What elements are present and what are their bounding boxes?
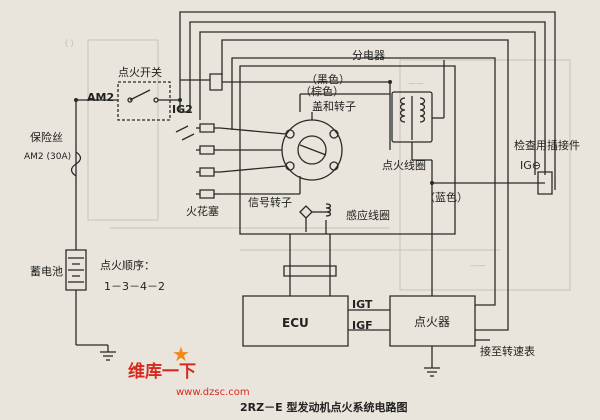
signal-rotor-pickup [300, 204, 331, 234]
cap-rotor-label: 盖和转子 [312, 100, 356, 113]
junction-dots [74, 80, 434, 185]
spark-plugs-label: 火花塞 [186, 205, 219, 218]
am2-switch-terminal-label: AM2 [87, 91, 115, 104]
firing-order-value: 1－3－4－2 [104, 280, 165, 293]
pickup-coil-label: 感应线圈 [346, 209, 390, 222]
check-connector [535, 160, 552, 194]
igt-igf-signal-lines [348, 310, 390, 330]
battery-branch-wiring [76, 100, 118, 360]
spark-plug-symbols [196, 124, 220, 198]
ignition-coil-wiring [240, 60, 545, 296]
ecu-label: ECU [282, 316, 309, 330]
igt-label: IGT [352, 298, 373, 311]
wire-black-label: （黑色） [306, 73, 350, 86]
ignition-coil-label: 点火线圈 [382, 159, 426, 172]
igniter-output-wiring [424, 340, 490, 376]
igniter-label: 点火器 [414, 315, 451, 329]
signal-rotor-label: 信号转子 [248, 196, 292, 209]
watermark-site-name: 维库一下 [128, 362, 196, 382]
fuse-rating-label: AM2 (30A) [24, 152, 72, 162]
cap-and-rotor [282, 112, 342, 180]
fuse-symbol [72, 152, 81, 176]
distributor-label: 分电器 [352, 49, 385, 62]
diagram-caption: 2RZ－E 型发动机点火系统电路图 [240, 401, 408, 414]
wire-blue-label: （蓝色） [424, 191, 468, 204]
watermark-url: www.dzsc.com [176, 387, 250, 398]
fuse-label: 保险丝 [30, 131, 63, 144]
distributor-ecu-link [284, 234, 336, 296]
tachometer-label: 接至转速表 [480, 345, 535, 358]
wire-brown-label: （棕色） [300, 85, 344, 98]
watermark-mascot-icon: ★ [172, 342, 190, 366]
ignition-switch-label: 点火开关 [118, 66, 162, 79]
background-ghost-lines [88, 40, 570, 290]
spark-plug-leads [220, 128, 300, 194]
ecu-box [243, 296, 348, 346]
ig2-terminal-label: IG2 [172, 103, 193, 116]
spark-arrows [176, 126, 194, 140]
igf-label: IGF [352, 319, 373, 332]
battery-symbol [66, 250, 86, 290]
check-connector-label: 检查用插接件 [514, 139, 580, 152]
ignition-switch-box [118, 82, 170, 120]
ig-terminal-label: IG⊖ [520, 159, 541, 172]
battery-label: 蓄电池 [30, 265, 63, 278]
firing-order-title: 点火顺序： [100, 259, 155, 272]
